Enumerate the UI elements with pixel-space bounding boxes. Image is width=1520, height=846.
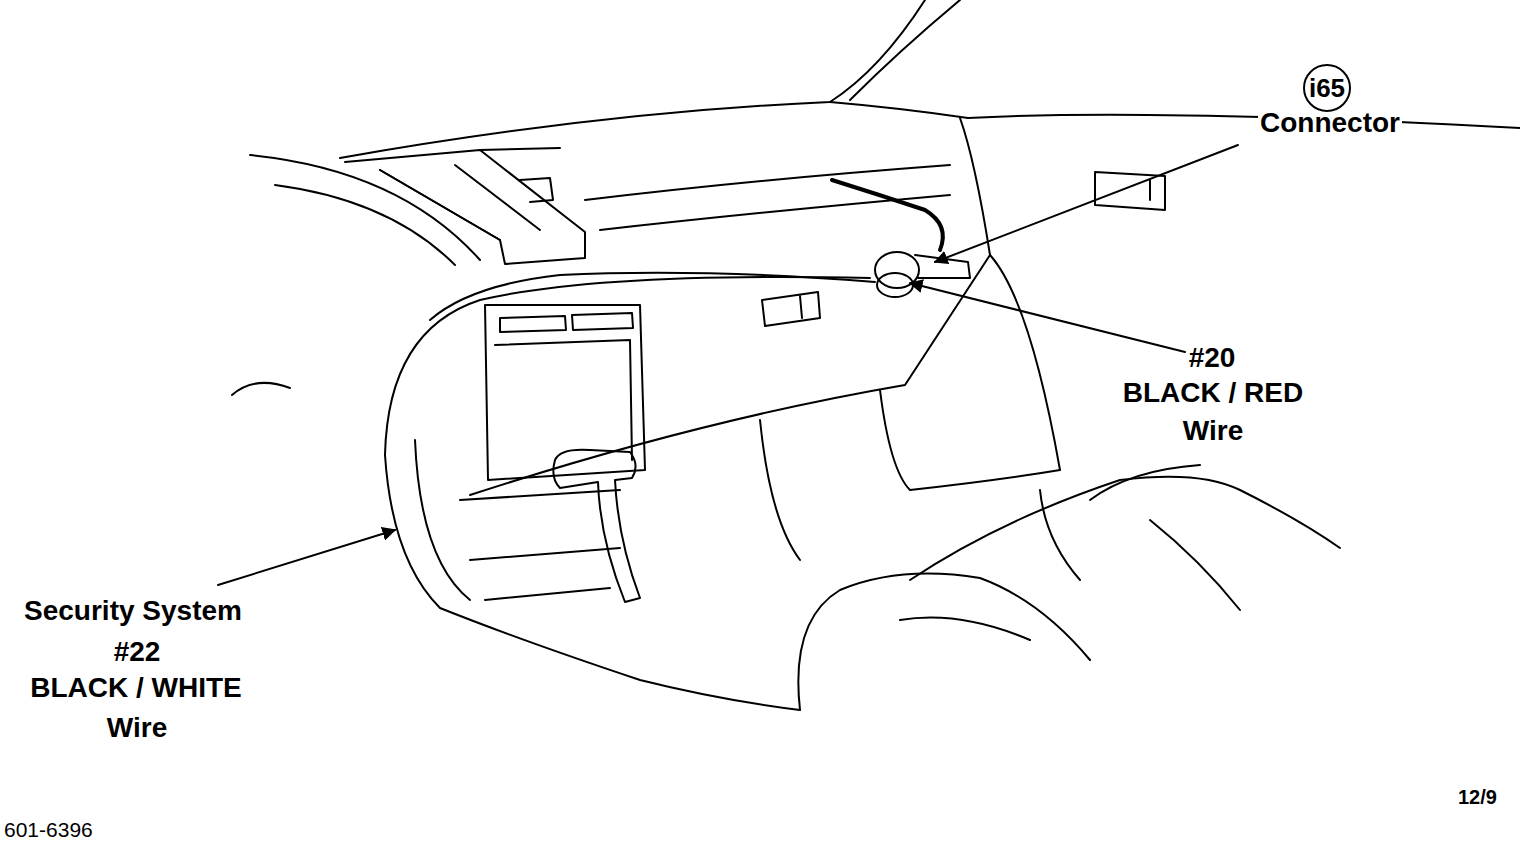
figure-code: 601-6396 xyxy=(2,818,95,841)
callout-label: #22 xyxy=(112,637,163,668)
callout-label: #20 xyxy=(1187,343,1238,374)
callout-label: Wire xyxy=(1181,416,1245,447)
figure-code: 12/9 xyxy=(1456,786,1499,808)
connector-id-circle: i65 xyxy=(1303,64,1351,112)
connector-id: i65 xyxy=(1309,75,1345,101)
callout-label: BLACK / WHITE xyxy=(28,673,244,704)
callout-label: BLACK / RED xyxy=(1121,378,1305,409)
callout-label: Wire xyxy=(105,713,169,744)
callout-label: Security System xyxy=(22,596,244,627)
callout-label: Connector xyxy=(1258,108,1402,139)
